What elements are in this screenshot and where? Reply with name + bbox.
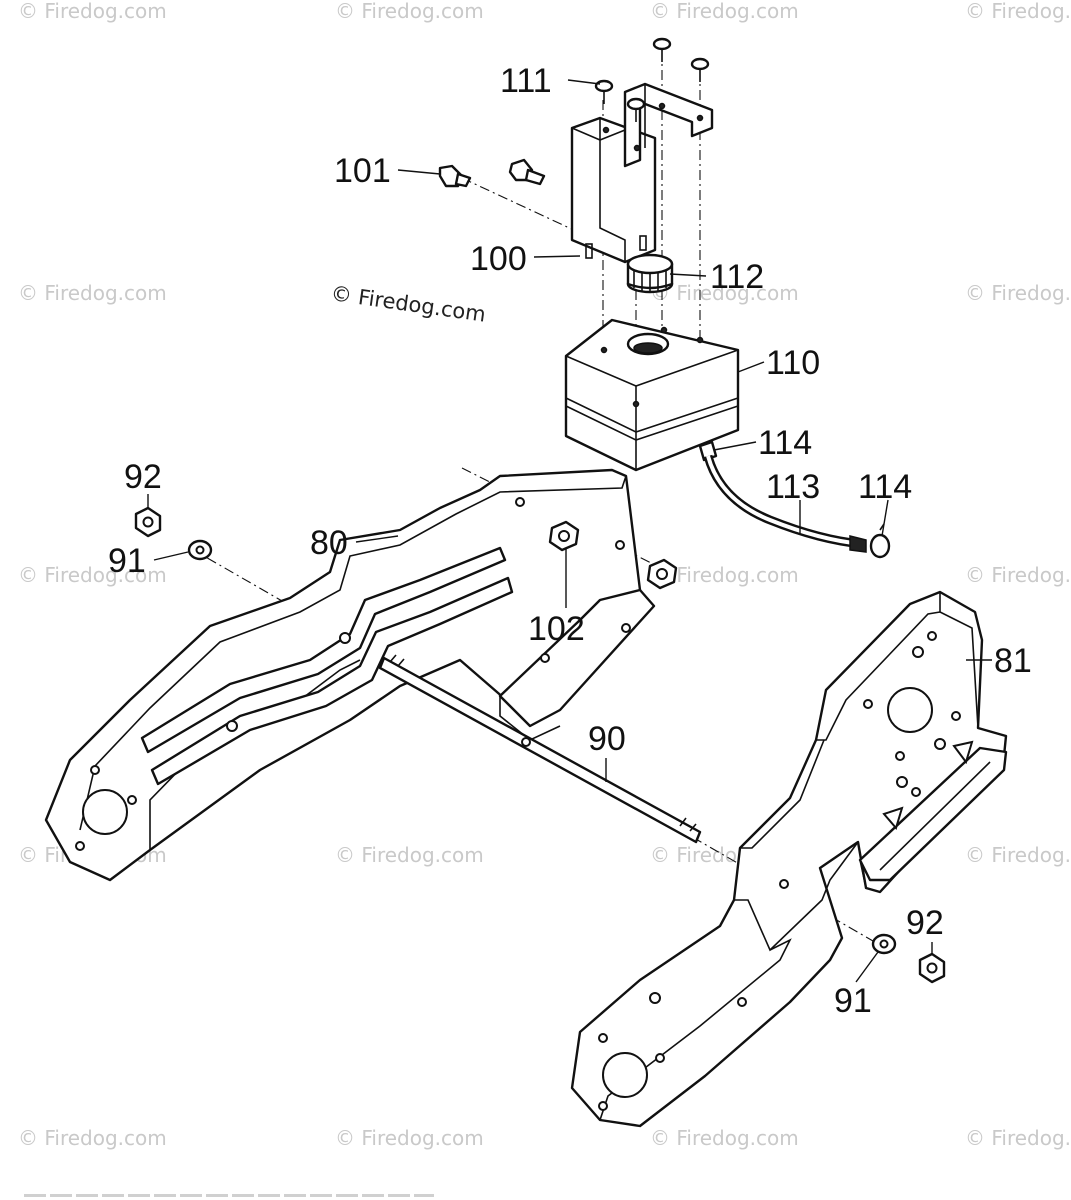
frame-plate-80 xyxy=(44,468,656,882)
watermark: © Firedog.com xyxy=(18,563,167,587)
watermark: © Firedog.com xyxy=(965,1126,1071,1150)
bolt-101 xyxy=(438,158,546,188)
callouts: 111 101 100 112 110 114 113 114 92 91 80… xyxy=(108,62,1032,1020)
center-credit: © Firedog.com xyxy=(329,281,487,327)
watermark: © Firedog.com xyxy=(965,563,1071,587)
tank-bracket-100 xyxy=(570,82,714,264)
nut-102 xyxy=(548,520,678,590)
frame-plate-81 xyxy=(570,590,1008,1128)
watermark: © Firedog.com xyxy=(965,843,1071,867)
fuel-tank-110 xyxy=(564,318,740,472)
washer-91-right xyxy=(871,933,897,955)
watermark: © Firedog.com xyxy=(18,281,167,305)
callout-100: 100 xyxy=(470,240,527,278)
callout-91: 91 xyxy=(834,982,872,1020)
watermark: © Firedog.com xyxy=(650,0,799,23)
watermark: © Firedog.com xyxy=(18,0,167,23)
callout-101: 101 xyxy=(334,152,391,190)
leader-lines xyxy=(147,79,992,983)
nut-92-right xyxy=(918,952,946,984)
watermark: © Firedog.com xyxy=(18,1126,167,1150)
callout-80: 80 xyxy=(310,524,348,562)
callout-102: 102 xyxy=(528,610,585,648)
callout-91: 91 xyxy=(108,542,146,580)
watermark: © Firedog.com xyxy=(335,1126,484,1150)
callout-112: 112 xyxy=(710,258,764,296)
callout-111: 111 xyxy=(500,62,552,100)
callout-92: 92 xyxy=(906,904,944,942)
watermark: © Firedog.com xyxy=(965,281,1071,305)
watermark: © Firedog.com xyxy=(650,281,799,305)
callout-113: 113 xyxy=(766,468,820,506)
callout-90: 90 xyxy=(588,720,626,758)
callout-92: 92 xyxy=(124,458,162,496)
callout-110: 110 xyxy=(766,344,820,382)
washer-91-left xyxy=(187,539,213,561)
nut-92-left xyxy=(134,506,162,538)
axle-rod-90 xyxy=(378,654,702,844)
watermark: © Firedog.com xyxy=(650,1126,799,1150)
watermark: © Firedog.com xyxy=(335,843,484,867)
watermark: © Firedog.com xyxy=(965,0,1071,23)
callout-114: 114 xyxy=(758,424,812,462)
fuel-line-113 xyxy=(698,440,891,559)
watermark: © Firedog.com xyxy=(335,0,484,23)
watermark-grid: © Firedog.com © Firedog.com © Firedog.co… xyxy=(18,0,1071,1150)
callout-81: 81 xyxy=(994,642,1032,680)
callout-114: 114 xyxy=(858,468,912,506)
bottom-rule xyxy=(24,1194,434,1197)
